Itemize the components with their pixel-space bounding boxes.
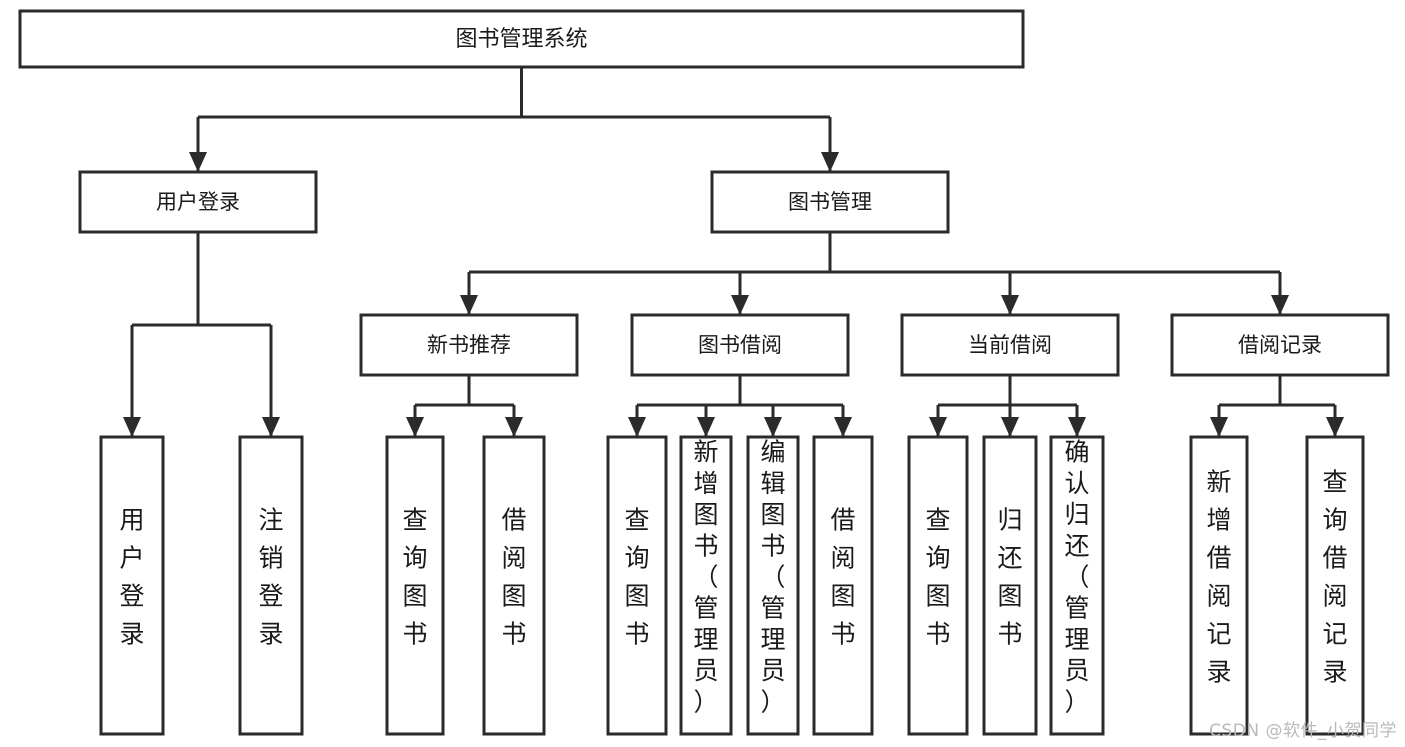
- arrowhead-icon: [1210, 417, 1228, 437]
- node-box-book-manage: [710, 170, 950, 234]
- node-box-book-borrow: [630, 313, 850, 377]
- node-leaf-query-record[interactable]: 查询借阅记录: [1305, 435, 1365, 736]
- node-box-leaf-return-book: [982, 435, 1038, 736]
- arrowhead-icon: [821, 152, 839, 172]
- node-box-new-book-recommend: [359, 313, 579, 377]
- arrowhead-icon: [628, 417, 646, 437]
- node-leaf-add-book[interactable]: 新增图书（管理员）: [679, 435, 733, 736]
- node-label-root: 图书管理系统: [455, 27, 587, 52]
- node-box-leaf-borrow-book: [812, 435, 874, 736]
- node-leaf-add-record[interactable]: 新增借阅记录: [1189, 435, 1249, 736]
- node-leaf-query-book-rec[interactable]: 查询图书: [385, 435, 445, 736]
- node-box-current-borrow: [900, 313, 1120, 377]
- node-leaf-return-book[interactable]: 归还图书: [982, 435, 1038, 736]
- node-label-leaf-add-book: 新增图书（管理员）: [693, 438, 718, 717]
- node-box-leaf-query-book-borrow: [606, 435, 668, 736]
- node-label-leaf-query-book-rec: 查询图书: [402, 506, 427, 649]
- arrowhead-icon: [460, 295, 478, 315]
- node-label-leaf-borrow-book: 借阅图书: [830, 506, 855, 649]
- node-label-leaf-user-login: 用户登录: [119, 506, 144, 649]
- arrowhead-icon: [1271, 295, 1289, 315]
- arrowhead-icon: [731, 295, 749, 315]
- node-label-leaf-query-book-borrow: 查询图书: [624, 506, 649, 649]
- node-box-leaf-query-record: [1305, 435, 1365, 736]
- node-label-book-manage: 图书管理: [788, 190, 872, 214]
- node-box-leaf-logout: [238, 435, 304, 736]
- node-leaf-confirm-return[interactable]: 确认归还（管理员）: [1049, 435, 1105, 736]
- arrowhead-icon: [834, 417, 852, 437]
- node-label-borrow-record: 借阅记录: [1238, 333, 1322, 357]
- node-box-leaf-add-record: [1189, 435, 1249, 736]
- node-label-leaf-logout: 注销登录: [258, 506, 283, 649]
- arrowhead-icon: [406, 417, 424, 437]
- node-label-user-login: 用户登录: [156, 190, 240, 214]
- arrowhead-icon: [189, 152, 207, 172]
- node-box-leaf-borrow-book-rec: [482, 435, 546, 736]
- node-leaf-query-book-borrow[interactable]: 查询图书: [606, 435, 668, 736]
- node-leaf-user-login[interactable]: 用户登录: [99, 435, 165, 736]
- node-label-new-book-recommend: 新书推荐: [427, 333, 511, 357]
- node-label-leaf-query-book-cur: 查询图书: [925, 506, 950, 649]
- node-label-leaf-confirm-return: 确认归还（管理员）: [1064, 438, 1089, 717]
- node-book-manage[interactable]: 图书管理: [710, 170, 950, 234]
- node-book-borrow[interactable]: 图书借阅: [630, 313, 850, 377]
- node-leaf-logout[interactable]: 注销登录: [238, 435, 304, 736]
- node-box-root: [18, 9, 1025, 69]
- connectors-layer: [123, 67, 1344, 437]
- node-box-leaf-user-login: [99, 435, 165, 736]
- node-leaf-borrow-book[interactable]: 借阅图书: [812, 435, 874, 736]
- node-box-leaf-edit-book: [746, 435, 800, 736]
- node-label-current-borrow: 当前借阅: [968, 333, 1052, 357]
- node-box-leaf-query-book-rec: [385, 435, 445, 736]
- arrowhead-icon: [697, 417, 715, 437]
- node-box-user-login: [78, 170, 318, 234]
- node-label-leaf-add-record: 新增借阅记录: [1206, 468, 1231, 687]
- node-label-leaf-borrow-book-rec: 借阅图书: [501, 506, 526, 649]
- arrowhead-icon: [929, 417, 947, 437]
- node-leaf-query-book-cur[interactable]: 查询图书: [907, 435, 969, 736]
- node-leaf-borrow-book-rec[interactable]: 借阅图书: [482, 435, 546, 736]
- arrowhead-icon: [1326, 417, 1344, 437]
- arrowhead-icon: [262, 417, 280, 437]
- arrowhead-icon: [1001, 417, 1019, 437]
- arrowhead-icon: [1001, 295, 1019, 315]
- node-box-leaf-add-book: [679, 435, 733, 736]
- node-label-leaf-edit-book: 编辑图书（管理员）: [760, 438, 785, 717]
- node-label-leaf-query-record: 查询借阅记录: [1322, 468, 1347, 687]
- node-box-leaf-confirm-return: [1049, 435, 1105, 736]
- arrowhead-icon: [764, 417, 782, 437]
- node-user-login[interactable]: 用户登录: [78, 170, 318, 234]
- arrowhead-icon: [505, 417, 523, 437]
- arrowhead-icon: [123, 417, 141, 437]
- node-borrow-record[interactable]: 借阅记录: [1170, 313, 1390, 377]
- node-current-borrow[interactable]: 当前借阅: [900, 313, 1120, 377]
- node-box-borrow-record: [1170, 313, 1390, 377]
- node-box-leaf-query-book-cur: [907, 435, 969, 736]
- nodes-layer: 图书管理系统用户登录图书管理新书推荐图书借阅当前借阅借阅记录用户登录注销登录查询…: [18, 9, 1390, 736]
- node-root[interactable]: 图书管理系统: [18, 9, 1025, 69]
- node-label-book-borrow: 图书借阅: [698, 333, 782, 357]
- node-label-leaf-return-book: 归还图书: [997, 506, 1022, 649]
- node-leaf-edit-book[interactable]: 编辑图书（管理员）: [746, 435, 800, 736]
- arrowhead-icon: [1068, 417, 1086, 437]
- node-new-book-recommend[interactable]: 新书推荐: [359, 313, 579, 377]
